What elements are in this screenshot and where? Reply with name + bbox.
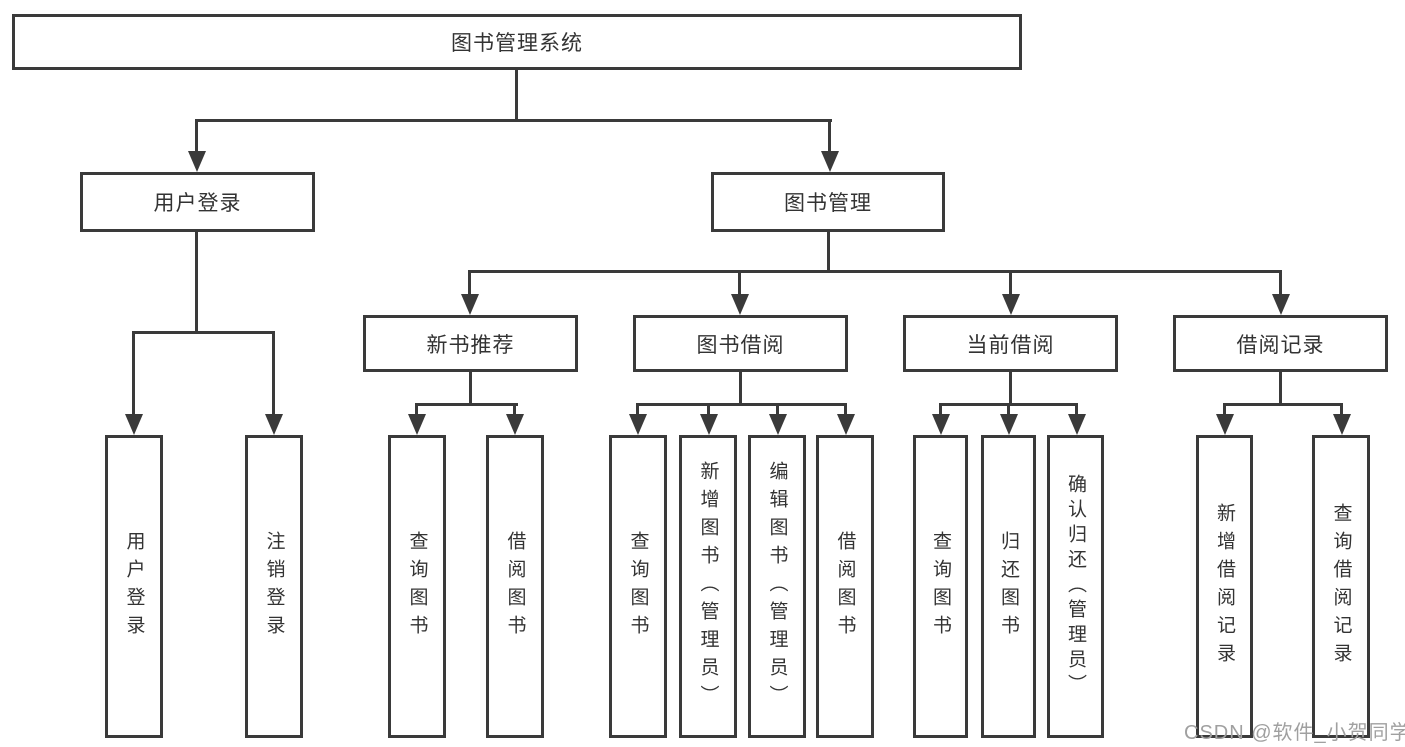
connector-line xyxy=(195,119,198,154)
leaf-edit-books-admin-label: 编辑图书（管理员） xyxy=(766,460,788,713)
leaf-query-books-1: 查询图书 xyxy=(388,435,446,738)
leaf-user-login-label: 用户登录 xyxy=(123,530,145,643)
arrow-down-icon xyxy=(1216,414,1234,435)
leaf-confirm-return-admin: 确认归还（管理员） xyxy=(1047,435,1104,738)
connector-line xyxy=(1007,403,1010,417)
node-new-books: 新书推荐 xyxy=(363,315,578,372)
node-root-label: 图书管理系统 xyxy=(451,32,583,55)
connector-line xyxy=(844,403,847,417)
arrow-down-icon xyxy=(1333,414,1351,435)
connector-line xyxy=(132,331,275,334)
node-borrow-records-label: 借阅记录 xyxy=(1236,333,1325,357)
connector-line xyxy=(1279,371,1282,406)
leaf-logout: 注销登录 xyxy=(245,435,303,738)
connector-line xyxy=(1223,403,1226,417)
connector-line xyxy=(636,403,639,417)
csdn-watermark: CSDN @软件_小贺同学 xyxy=(1184,722,1405,744)
node-book-borrow: 图书借阅 xyxy=(633,315,848,372)
node-book-borrow-label: 图书借阅 xyxy=(696,333,785,357)
leaf-confirm-return-admin-label: 确认归还（管理员） xyxy=(1065,474,1086,699)
node-user-login-branch: 用户登录 xyxy=(80,172,315,232)
connector-line xyxy=(1223,403,1343,406)
node-user-login-branch-label: 用户登录 xyxy=(153,192,242,215)
connector-line xyxy=(827,231,830,273)
connector-line xyxy=(468,270,471,295)
arrow-down-icon xyxy=(265,414,283,435)
node-new-books-label: 新书推荐 xyxy=(426,333,515,357)
leaf-return-books-label: 归还图书 xyxy=(998,530,1019,643)
leaf-edit-books-admin: 编辑图书（管理员） xyxy=(748,435,806,738)
leaf-query-books-2: 查询图书 xyxy=(609,435,667,738)
leaf-add-borrow-record-label: 新增借阅记录 xyxy=(1214,502,1235,671)
connector-line xyxy=(469,371,472,406)
arrow-down-icon xyxy=(700,414,718,435)
leaf-add-books-admin: 新增图书（管理员） xyxy=(679,435,737,738)
leaf-query-borrow-record: 查询借阅记录 xyxy=(1312,435,1370,738)
leaf-return-books: 归还图书 xyxy=(981,435,1036,738)
leaf-borrow-books-1: 借阅图书 xyxy=(486,435,544,738)
arrow-down-icon xyxy=(408,414,426,435)
arrow-down-icon xyxy=(837,414,855,435)
leaf-borrow-books-2: 借阅图书 xyxy=(816,435,874,738)
arrow-down-icon xyxy=(1002,294,1020,315)
arrow-down-icon xyxy=(188,151,206,172)
leaf-query-books-1-label: 查询图书 xyxy=(406,530,428,643)
leaf-add-borrow-record: 新增借阅记录 xyxy=(1196,435,1253,738)
leaf-borrow-books-2-label: 借阅图书 xyxy=(834,530,856,643)
connector-line xyxy=(1009,371,1012,406)
connector-line xyxy=(415,403,518,406)
arrow-down-icon xyxy=(461,294,479,315)
node-current-borrow: 当前借阅 xyxy=(903,315,1118,372)
arrow-down-icon xyxy=(506,414,524,435)
connector-line xyxy=(828,119,831,154)
arrow-down-icon xyxy=(821,151,839,172)
leaf-borrow-books-1-label: 借阅图书 xyxy=(504,530,526,643)
connector-line xyxy=(738,270,741,295)
arrow-down-icon xyxy=(769,414,787,435)
connector-line xyxy=(196,119,832,122)
connector-line xyxy=(1279,270,1282,295)
connector-line xyxy=(739,371,742,406)
leaf-add-books-admin-label: 新增图书（管理员） xyxy=(697,460,719,713)
leaf-query-books-3-label: 查询图书 xyxy=(930,530,951,643)
arrow-down-icon xyxy=(1000,414,1018,435)
connector-line xyxy=(1075,403,1078,417)
arrow-down-icon xyxy=(731,294,749,315)
connector-line xyxy=(272,331,275,417)
leaf-query-books-3: 查询图书 xyxy=(913,435,968,738)
node-borrow-records: 借阅记录 xyxy=(1173,315,1388,372)
node-book-mgmt-branch: 图书管理 xyxy=(711,172,945,232)
arrow-down-icon xyxy=(932,414,950,435)
leaf-query-books-2-label: 查询图书 xyxy=(627,530,649,643)
arrow-down-icon xyxy=(1068,414,1086,435)
connector-line xyxy=(468,270,1282,273)
connector-line xyxy=(1009,270,1012,295)
node-book-mgmt-branch-label: 图书管理 xyxy=(784,192,872,215)
arrow-down-icon xyxy=(1272,294,1290,315)
arrow-down-icon xyxy=(629,414,647,435)
connector-line xyxy=(195,231,198,334)
connector-line xyxy=(132,331,135,417)
leaf-user-login: 用户登录 xyxy=(105,435,163,738)
node-root: 图书管理系统 xyxy=(12,14,1022,70)
arrow-down-icon xyxy=(125,414,143,435)
connector-line xyxy=(776,403,779,417)
leaf-query-borrow-record-label: 查询借阅记录 xyxy=(1330,502,1352,671)
connector-line xyxy=(707,403,710,417)
connector-line xyxy=(415,403,418,417)
connector-line xyxy=(636,403,847,406)
connector-line xyxy=(939,403,942,417)
node-current-borrow-label: 当前借阅 xyxy=(966,333,1055,357)
connector-line xyxy=(515,70,518,121)
leaf-logout-label: 注销登录 xyxy=(263,530,285,643)
connector-line xyxy=(1340,403,1343,417)
connector-line xyxy=(513,403,516,417)
